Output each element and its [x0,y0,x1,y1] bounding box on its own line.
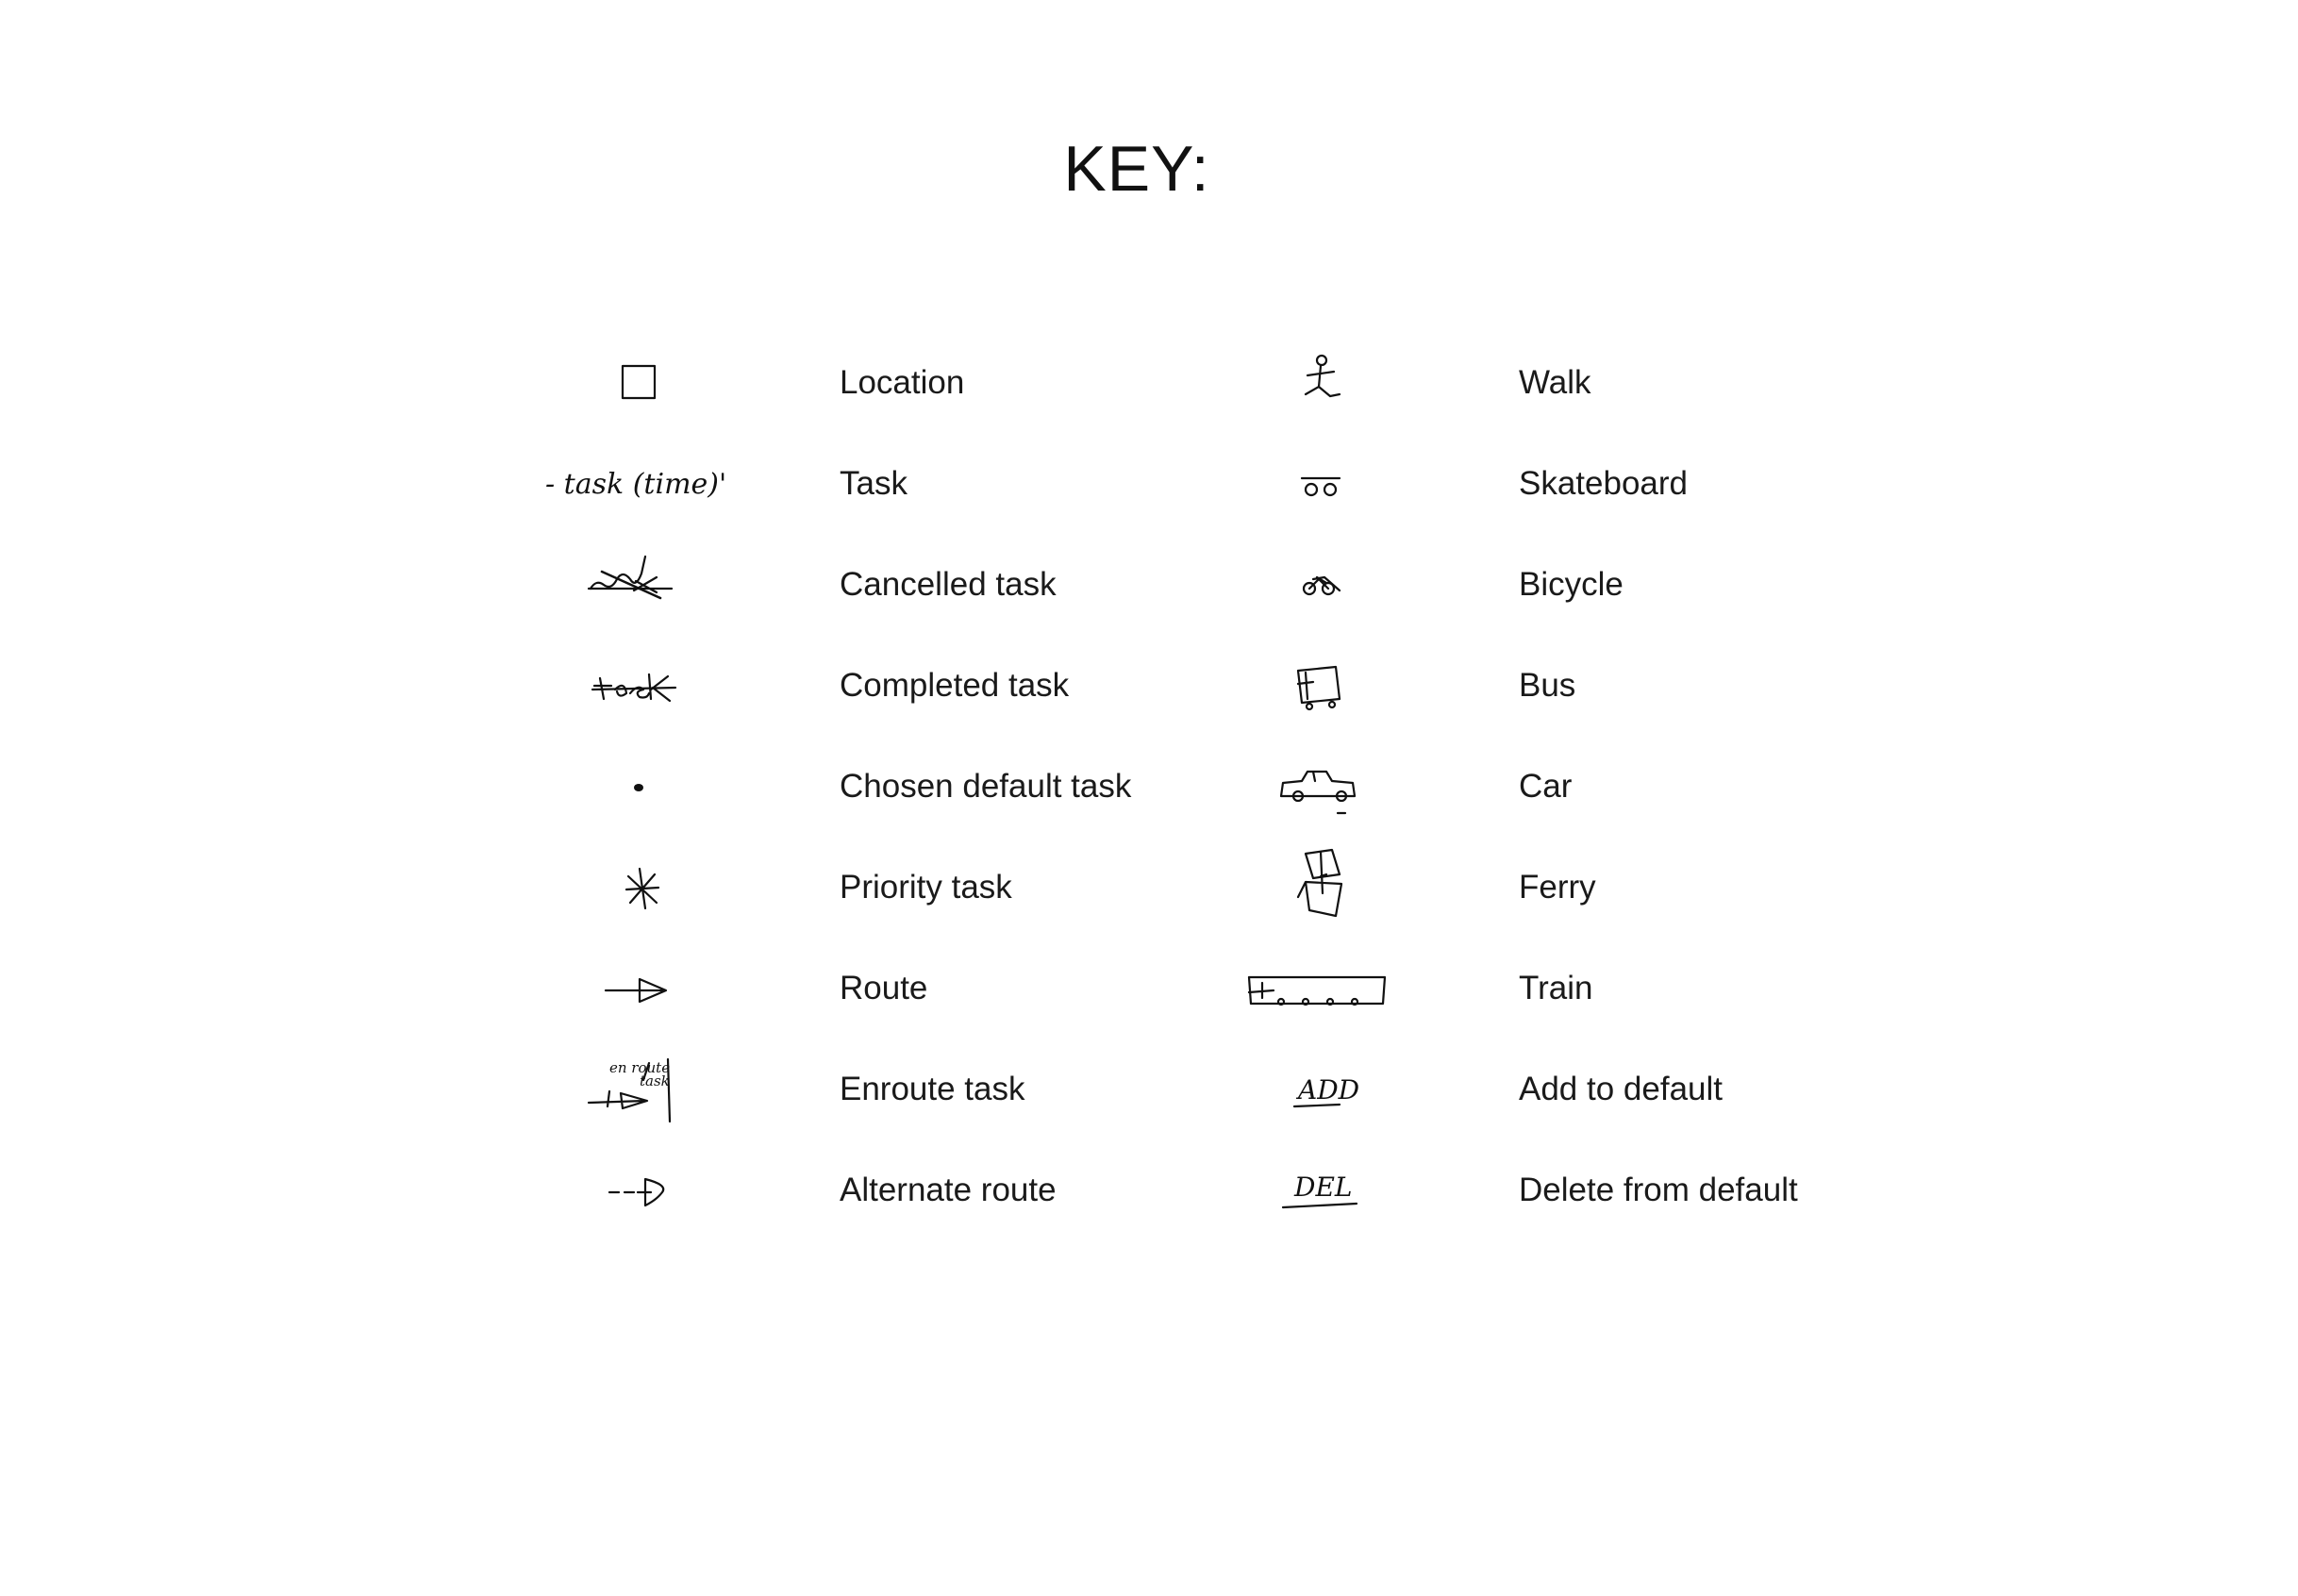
legend-label: Bus [1519,667,1576,704]
legend-label: Skateboard [1519,465,1689,502]
legend-label: Add to default [1519,1071,1723,1107]
asterisk-icon [528,840,755,935]
legend-label: Priority task [840,869,1012,906]
legend-label: Train [1519,970,1593,1006]
cancelled-task-icon [528,538,755,632]
legend-label: Alternate route [840,1172,1057,1208]
dot-icon [528,740,755,834]
completed-task-icon [528,639,755,733]
legend-row-add-to-default: ADD Add to default [0,1071,1723,1190]
legend-row-delete-from-default: DEL Delete from default [0,1172,1798,1291]
bicycle-icon [1207,538,1434,632]
svg-text:en route: en route [609,1059,670,1076]
add-icon: ADD [1207,1042,1434,1137]
legend-row-location: Location [0,364,964,484]
walker-icon [1207,336,1434,430]
legend-label: Route [840,970,928,1006]
legend-row-bicycle: Bicycle [0,566,1624,686]
legend-label: Chosen default task [840,768,1132,805]
legend-label: Enroute task [840,1071,1025,1107]
legend-row-ferry: Ferry [0,848,1596,989]
legend-label: Cancelled task [840,566,1057,603]
ferry-icon [1207,840,1434,935]
legend-row-task: - task (time)' Task [0,465,908,585]
legend-label: Delete from default [1519,1172,1798,1208]
legend-row-alternate-route: Alternate route [0,1172,1057,1291]
train-icon [1207,941,1434,1036]
svg-text:task: task [640,1072,670,1089]
legend-row-route: Route [0,970,927,1089]
legend-label: Bicycle [1519,566,1624,603]
legend-row-cancelled-task: Cancelled task [0,555,1057,686]
dashed-arrow-icon [528,1143,755,1238]
car-icon [1207,740,1434,834]
legend-label: Location [840,364,965,401]
legend-label: Completed task [840,667,1070,704]
legend-row-skateboard: Skateboard [0,465,1688,585]
skateboard-icon [1207,437,1434,531]
legend-row-completed-task: Completed task [0,667,1069,787]
bus-icon [1207,639,1434,733]
svg-text:- task (time)': - task (time)' [545,468,726,501]
legend-label: Car [1519,768,1573,805]
task-text-icon: - task (time)' [528,437,755,531]
legend-label: Task [840,465,908,502]
legend-row-car: Car [0,768,1572,888]
enroute-task-icon: en route task [528,1042,755,1137]
arrow-icon [528,941,755,1036]
legend-row-bus: Bus [0,665,1575,787]
legend-row-walk: Walk [0,354,1590,484]
legend-row-enroute-task: en route task Enroute task [0,1057,1025,1190]
legend-label: Walk [1519,364,1591,401]
legend-row-chosen-default-task: Chosen default task [0,768,1131,888]
svg-text:ADD: ADD [1295,1074,1359,1106]
svg-text:DEL: DEL [1293,1172,1352,1203]
legend-label: Ferry [1519,869,1596,906]
key-title: KEY: [1063,133,1210,205]
location-square-icon [528,336,755,430]
delete-icon: DEL [1207,1143,1434,1238]
legend-row-priority-task: Priority task [0,867,1012,989]
legend-row-train: Train [0,970,1592,1089]
